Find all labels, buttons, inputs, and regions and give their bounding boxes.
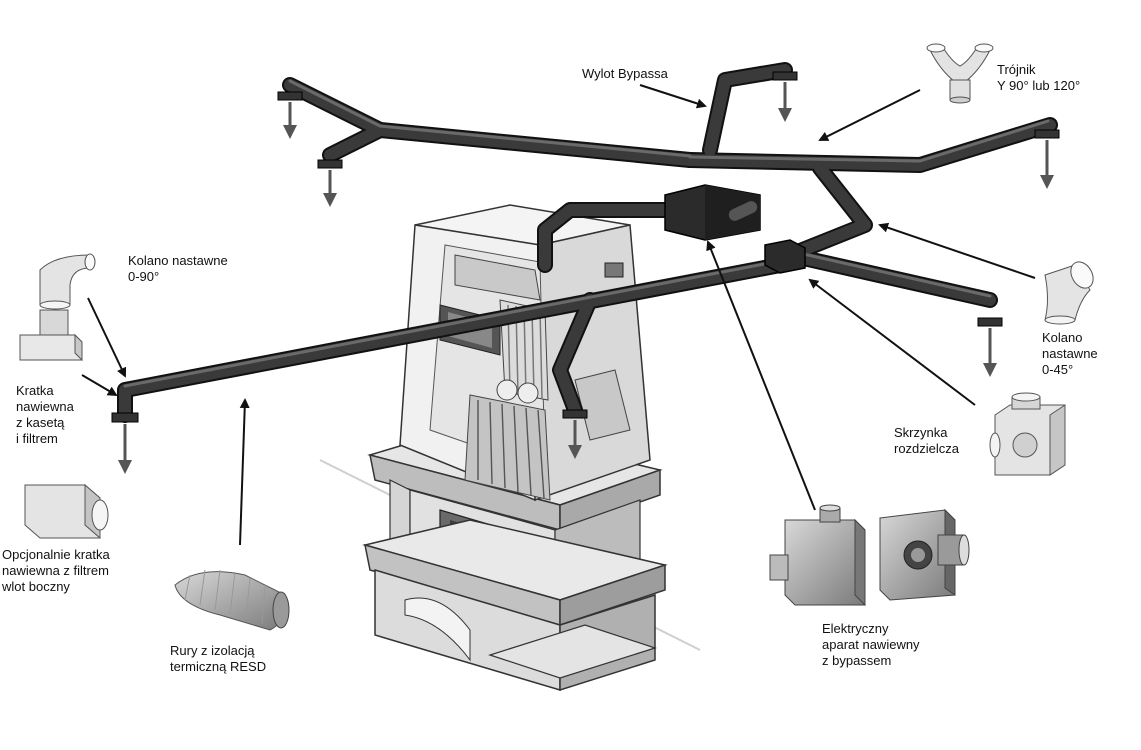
- y-fitting-icon: [926, 43, 994, 104]
- stove: [362, 204, 668, 692]
- outflow-arrows: [118, 82, 1054, 474]
- side-inlet-grille-icon: [24, 483, 109, 540]
- elbow-45-icon: [1044, 261, 1094, 325]
- branch-distribution-box: [764, 239, 806, 274]
- label-skrzynka: Skrzynka rozdzielcza: [894, 425, 960, 456]
- duct-network: [117, 62, 1058, 423]
- distribution-box-icon: [989, 392, 1066, 476]
- label-kolano-0-45: Kolano nastawne 0-45°: [1042, 330, 1098, 377]
- main-distribution-box: [664, 184, 761, 241]
- label-kratka-nawiewna: Kratka nawiewna z kasetą i filtrem: [16, 383, 74, 446]
- label-opcjonalnie: Opcjonalnie kratka nawiewna z filtrem wl…: [2, 547, 110, 594]
- label-rury: Rury z izolacją termiczną RESD: [170, 643, 267, 674]
- label-trojnik: Trójnik Y 90° lub 120°: [997, 62, 1081, 93]
- electric-fan-unit-icon: [769, 504, 970, 607]
- label-aparat: Elektryczny aparat nawiewny z bypassem: [822, 621, 920, 668]
- supply-grille-cassette-icon: [19, 309, 83, 362]
- elbow-90-icon: [39, 253, 96, 310]
- outlet-caps: [111, 71, 1060, 423]
- insulated-pipe-icon: [174, 569, 290, 631]
- label-kolano-0-90: Kolano nastawne 0-90°: [128, 253, 228, 284]
- pointer-arrows: [81, 84, 1036, 546]
- label-wylot-bypassa: Wylot Bypassa: [582, 66, 668, 81]
